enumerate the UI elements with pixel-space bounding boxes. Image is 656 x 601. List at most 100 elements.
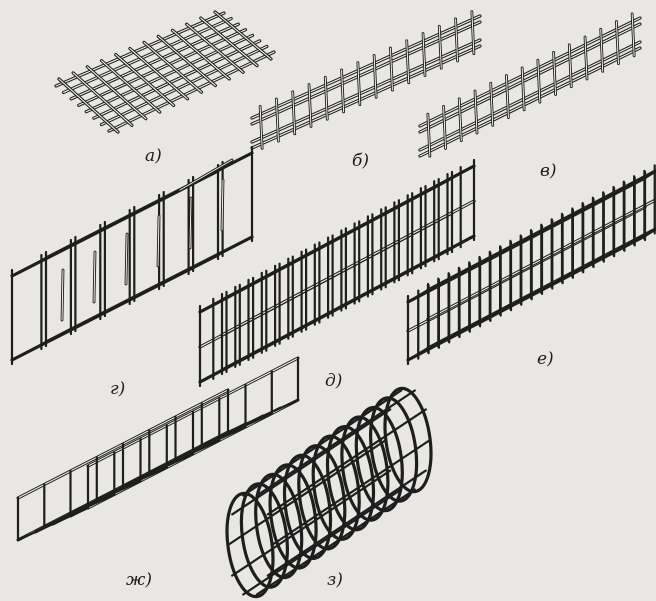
trough-stirrup [174, 425, 247, 461]
spiral-longitudinal-bar [270, 438, 432, 547]
spiral-turn [369, 396, 419, 503]
frame-top-bar-core [419, 23, 641, 133]
frame-stirrup-core [537, 59, 541, 103]
cage-stirrup [216, 151, 254, 173]
spiral-turn [239, 482, 289, 589]
trough-stirrup [69, 479, 142, 515]
trough-stirrup [200, 412, 273, 447]
trough-stirrup [95, 466, 168, 501]
label-g: г) [110, 379, 125, 399]
frame-stirrup-core [427, 113, 431, 157]
spiral-turn [268, 463, 318, 570]
mesh-transverse-bar-core [157, 35, 216, 87]
trough-stirrup [43, 493, 116, 528]
cage-vertical-bar-core [221, 179, 224, 231]
mesh-a [54, 10, 276, 134]
frame-stirrup-core [458, 98, 462, 142]
cage-z [225, 386, 433, 599]
mesh-transverse-bar-core [72, 72, 133, 126]
mesh-transverse-bar-core [200, 17, 258, 67]
frame-stirrup-core [324, 76, 328, 120]
frame-stirrup-core [474, 90, 478, 134]
mesh-transverse-bar-core [214, 11, 272, 60]
mesh-transverse-bar-core [115, 54, 175, 107]
cage-vertical-bar-core [189, 197, 192, 249]
cage-stirrup [216, 235, 254, 257]
frame-stirrup-core [357, 62, 361, 106]
spiral-turn [254, 472, 304, 580]
mesh-longitudinal-bar-core [100, 45, 268, 126]
cage-vertical-bar-core [125, 233, 128, 285]
trough-stirrup [16, 506, 90, 542]
trough-stirrup [148, 439, 221, 474]
cage-stirrup [40, 241, 77, 263]
mesh-longitudinal-bar-core [55, 12, 225, 87]
frame-stirrup-core [455, 18, 459, 62]
spiral-turn [383, 386, 433, 494]
mesh-longitudinal-bar-core [78, 29, 246, 106]
cage-e [406, 164, 656, 366]
spiral-longitudinal-bar [255, 389, 416, 497]
spiral-longitudinal-bar [242, 488, 403, 596]
frame-stirrup-core [615, 21, 619, 65]
cage-g [10, 145, 254, 366]
mesh-longitudinal-bar-core [85, 34, 254, 113]
mesh-transverse-bar-core [171, 29, 230, 80]
spiral-turn [225, 491, 275, 599]
cage-stirrup [450, 234, 476, 250]
mesh-transverse-bar-core [100, 60, 161, 113]
trough-stirrup [121, 452, 195, 488]
frame-bottom-bar-core [419, 47, 641, 157]
frame-stirrup-core [521, 67, 525, 111]
spiral-turn [282, 453, 333, 560]
frame-b [250, 10, 482, 150]
label-b: б) [352, 151, 369, 171]
frame-stirrup-core [308, 84, 312, 127]
frame-stirrup-core [505, 75, 509, 119]
cage-vertical-bar-core [157, 215, 160, 267]
mesh-longitudinal-bar-core [63, 18, 232, 93]
trough-stirrup [226, 398, 300, 434]
cage-vertical-bar-core [93, 251, 96, 303]
spiral-longitudinal-bar [226, 438, 388, 547]
spiral-turn [311, 434, 361, 541]
frame-stirrup-core [406, 40, 410, 84]
frame-stirrup-core [259, 105, 263, 149]
label-zh: ж) [126, 570, 152, 590]
cage-vertical-bar-core [61, 269, 64, 321]
frame-stirrup-core [422, 33, 426, 76]
mesh-transverse-bar-core [143, 41, 203, 93]
frame-stirrup-core [490, 82, 494, 126]
frame-stirrup-core [631, 13, 635, 57]
mesh-transverse-bar-core [186, 23, 244, 73]
mesh-transverse-bar-core [86, 66, 147, 120]
frame-stirrup-core [600, 28, 604, 72]
label-e: е) [537, 349, 554, 369]
frame-stirrup-core [568, 44, 572, 88]
frame-top-bar-core [251, 21, 481, 125]
frame-top-bar-core [251, 15, 481, 119]
spiral-turn [354, 405, 404, 513]
cage-stirrup [450, 164, 476, 180]
cage-zh [16, 356, 300, 542]
frame-v [418, 12, 642, 158]
spiral-turn [325, 425, 376, 532]
label-v: в) [540, 161, 557, 181]
cage-top-bar-core [179, 159, 233, 191]
frame-top-bar-core [419, 17, 641, 127]
frame-stirrup-core [341, 69, 345, 113]
cage-stirrup [158, 265, 195, 287]
mesh-transverse-bar-core [58, 78, 119, 133]
label-z: з) [327, 570, 343, 590]
spiral-turn [297, 444, 347, 551]
cage-d [198, 158, 476, 388]
mesh-transverse-bar-core [129, 47, 189, 100]
mesh-longitudinal-bar-core [108, 51, 275, 132]
frame-stirrup-core [584, 36, 588, 80]
spiral-turn [340, 415, 390, 522]
cage-longitudinal-bar-core [221, 200, 475, 336]
frame-stirrup-core [389, 47, 393, 91]
mesh-longitudinal-bar-core [70, 23, 239, 100]
label-d: д) [325, 371, 342, 391]
